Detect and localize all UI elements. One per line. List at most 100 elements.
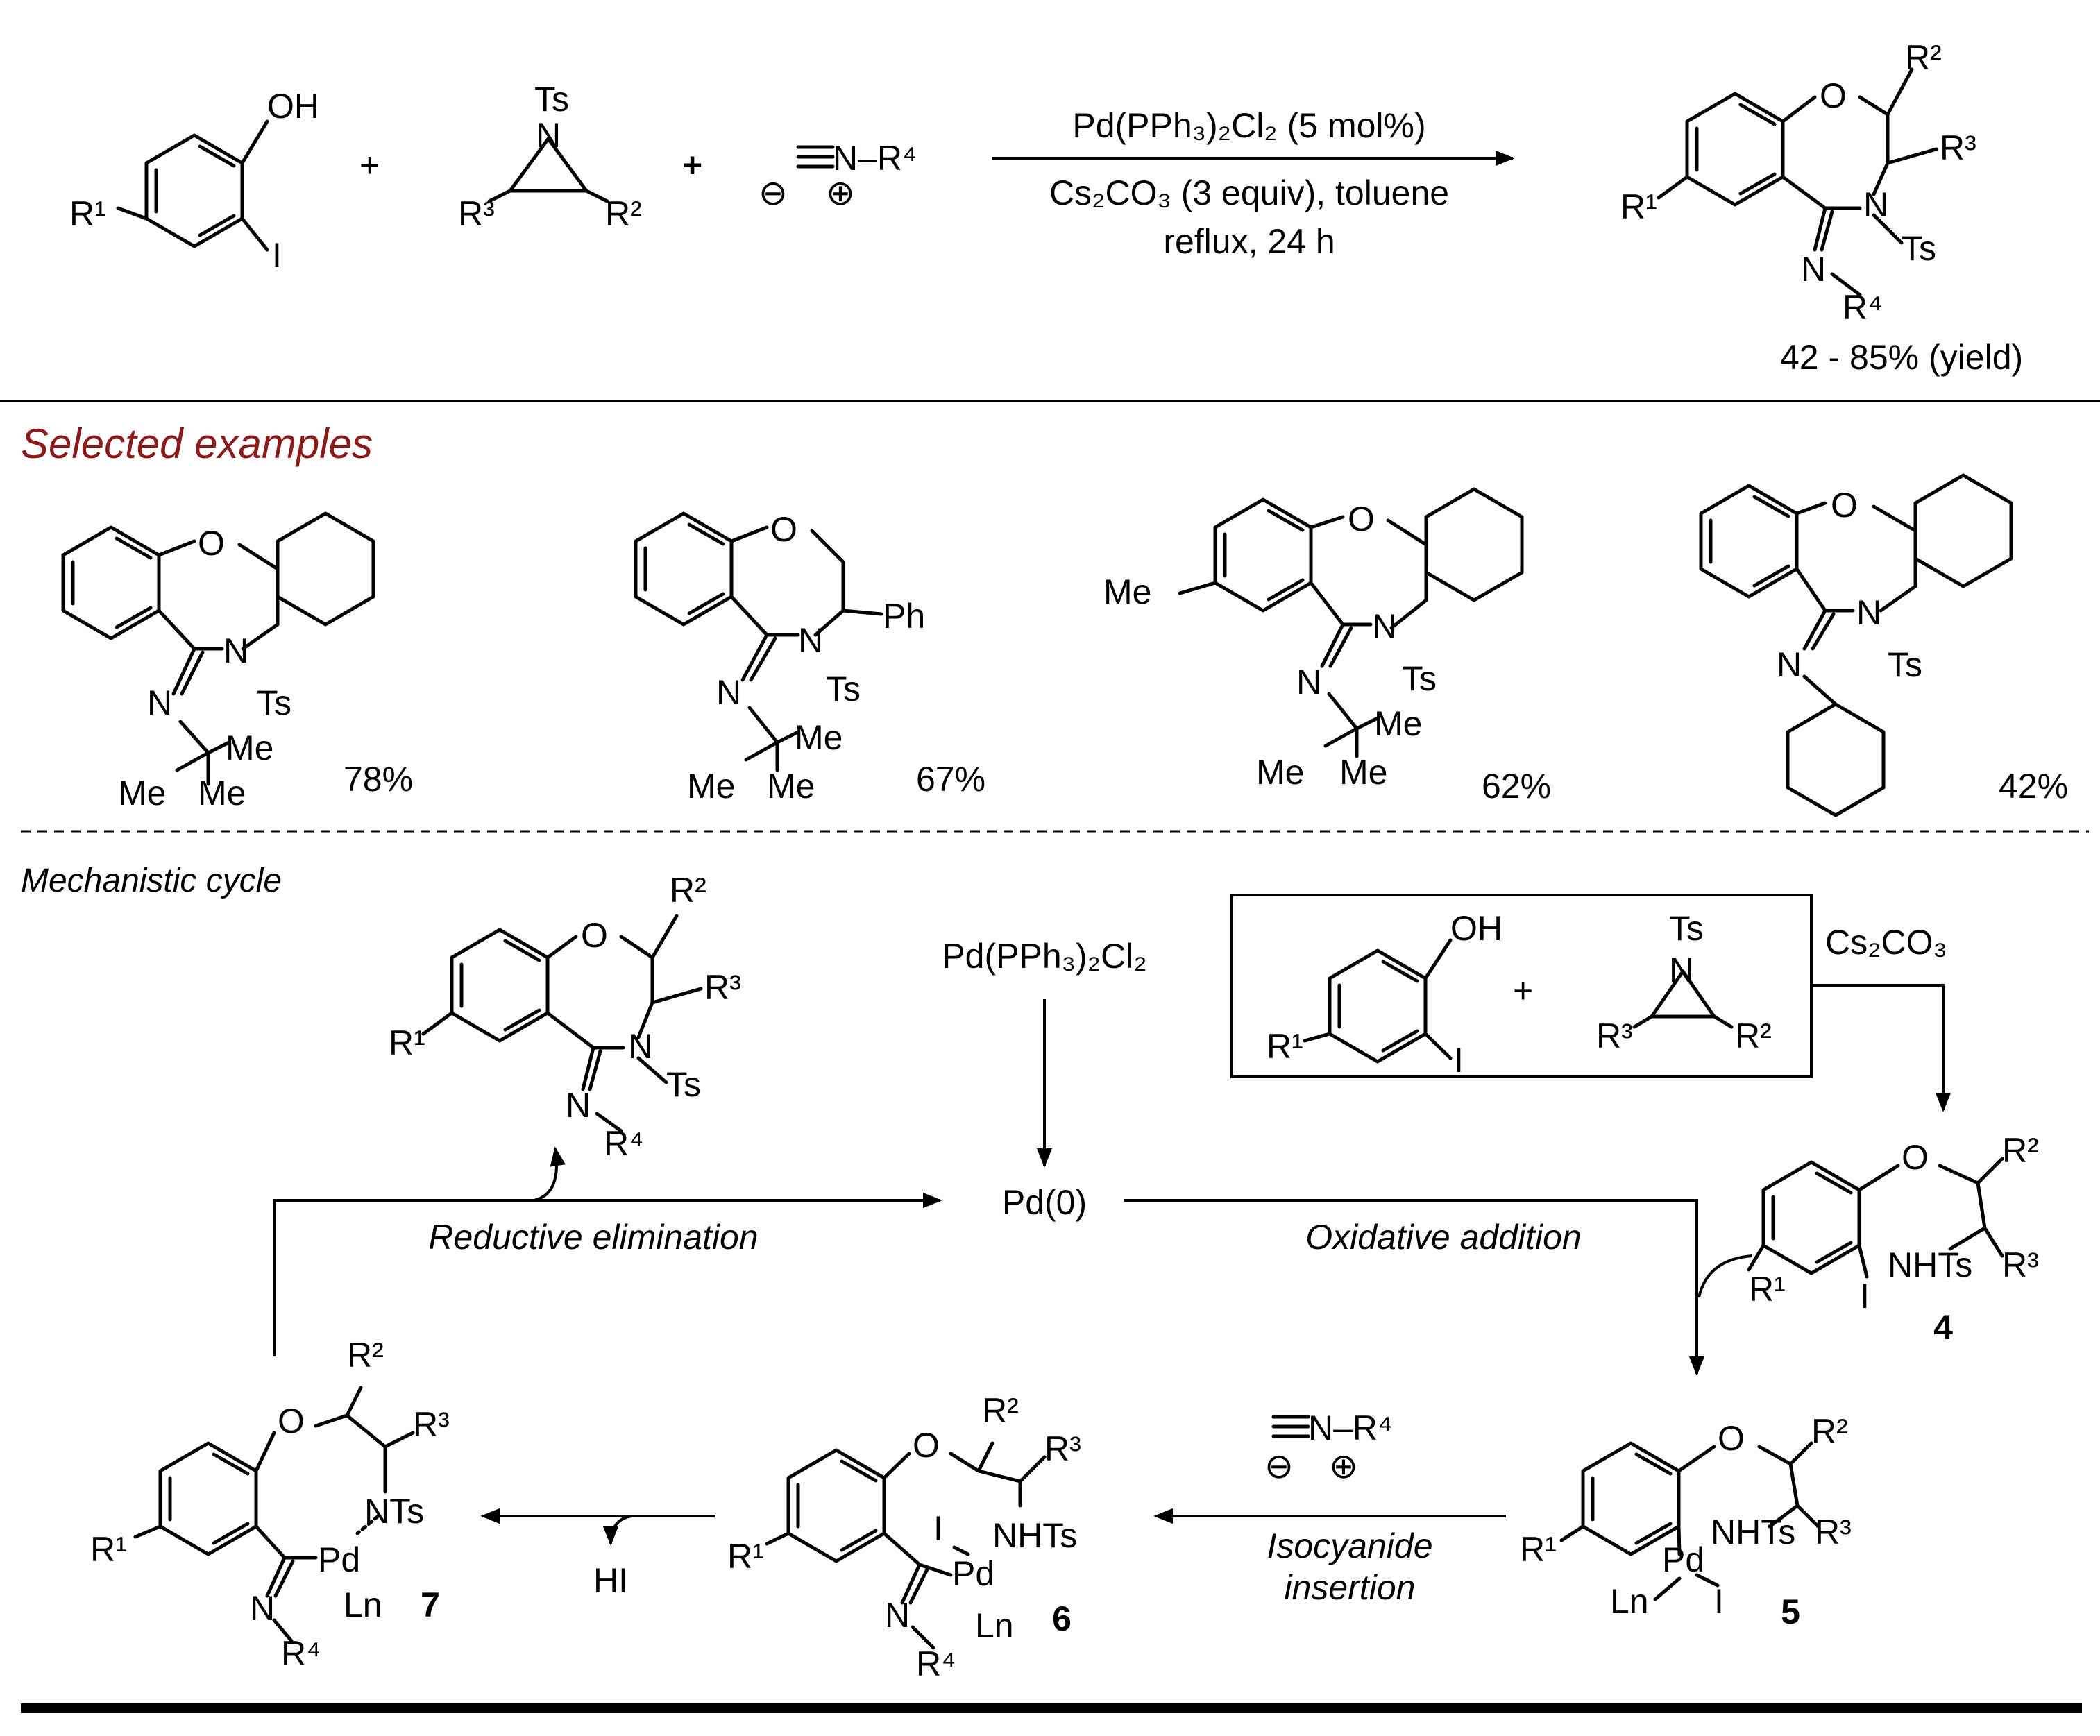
conditions-base: Cs₂CO₃ (3 equiv), toluene xyxy=(1049,173,1449,212)
r4-label: R⁴ xyxy=(604,1124,644,1163)
starting-materials-box: OH I R¹ + Ts N R³ R² xyxy=(1230,894,1813,1080)
me-label: Me xyxy=(1339,753,1387,792)
imine-n-label: N xyxy=(250,1589,275,1628)
intermediate-5: O R² NHTs R³ Pd Ln I R¹ 5 xyxy=(1520,1412,1852,1631)
iodine-label: I xyxy=(1454,1041,1464,1080)
nhts-label: NHTs xyxy=(1711,1513,1795,1551)
imine-n-label: N xyxy=(716,673,741,712)
r1-label: R¹ xyxy=(389,1023,425,1062)
r2-label: R² xyxy=(605,194,642,233)
n-label: N xyxy=(798,621,823,660)
o-label: O xyxy=(581,916,608,955)
iodine-label: I xyxy=(1714,1582,1724,1621)
plus-sign-1: + xyxy=(359,146,380,185)
ts-label: Ts xyxy=(1402,659,1437,698)
intermediate-4: O R² NHTs R³ I R¹ 4 xyxy=(1747,1131,2039,1347)
iodine-label: I xyxy=(1860,1277,1870,1316)
reactant-isocyanide: N–R⁴ ⊖ ⊕ xyxy=(759,139,917,212)
imine-n-label: N xyxy=(147,683,172,722)
imine-n-label: N xyxy=(566,1086,591,1125)
n-label: N xyxy=(628,1027,653,1066)
catalyst-precursor: Pd(PPh₃)₂Cl₂ xyxy=(942,937,1146,976)
base-label: Cs₂CO₃ xyxy=(1825,923,1947,962)
me-label: Me xyxy=(226,729,273,767)
ts-label: Ts xyxy=(666,1065,701,1104)
me-label: Me xyxy=(687,767,735,806)
intermediate-7: O R² R³ NTs Pd Ln N R⁴ R¹ 7 xyxy=(90,1336,450,1673)
imine-n-label: N xyxy=(1801,250,1826,289)
imine-n-label: N xyxy=(1296,663,1321,701)
ts-label: Ts xyxy=(257,683,291,722)
base-arrow: Cs₂CO₃ xyxy=(1811,923,1951,1112)
n-label: N xyxy=(1863,185,1888,224)
o-label: O xyxy=(1820,76,1847,115)
example-yield: 67% xyxy=(916,760,985,799)
n-label: N xyxy=(1372,607,1397,646)
r3-label: R³ xyxy=(1940,128,1976,167)
r4-label: R⁴ xyxy=(916,1644,956,1683)
n-label: N xyxy=(1856,593,1881,632)
me-label: Me xyxy=(795,718,842,757)
compound-6: 6 xyxy=(1052,1599,1072,1638)
imine-n-label: N xyxy=(1777,645,1802,684)
nhts-label: NHTs xyxy=(1888,1245,1972,1284)
reaction-arrow: Pd(PPh₃)₂Cl₂ (5 mol%) Cs₂CO₃ (3 equiv), … xyxy=(992,106,1515,261)
pd-label: Pd xyxy=(1662,1540,1704,1579)
o-label: O xyxy=(1348,500,1375,538)
r1-label: R¹ xyxy=(727,1537,764,1576)
iodine-label: I xyxy=(272,236,282,275)
r1-label: R¹ xyxy=(1620,187,1657,226)
minus-charge: ⊖ xyxy=(759,173,788,212)
isocyanide-label: N–R⁴ xyxy=(1308,1409,1393,1447)
yield-range: 42 - 85% (yield) xyxy=(1780,338,2023,377)
me-label: Me xyxy=(198,774,246,812)
r2-label: R² xyxy=(1811,1412,1848,1451)
compound-7: 7 xyxy=(421,1585,440,1624)
pd-label: Pd xyxy=(318,1540,360,1579)
r1-label: R¹ xyxy=(1267,1027,1303,1066)
r3-label: R³ xyxy=(704,968,741,1007)
r2-label: R² xyxy=(347,1336,384,1375)
n-label: N xyxy=(536,116,561,155)
r3-label: R³ xyxy=(1815,1513,1852,1551)
mechanism-heading: Mechanistic cycle xyxy=(21,862,282,899)
o-label: O xyxy=(913,1426,940,1465)
product-benzoxazepine: O R² R³ N Ts N R⁴ R¹ xyxy=(1620,38,1976,327)
example-2: O Ph N Ts N Me Me Me 67% xyxy=(636,510,985,806)
r3-label: R³ xyxy=(1596,1016,1633,1055)
example-yield: 62% xyxy=(1482,767,1551,806)
intermediate-6: O R² R³ NHTs I Pd Ln N R⁴ R¹ 6 xyxy=(727,1391,1081,1683)
compound-4: 4 xyxy=(1933,1308,1953,1347)
step-reductive: Reductive elimination xyxy=(428,1218,758,1257)
step-insertion-2: insertion xyxy=(1285,1568,1416,1607)
isocyanide-insertion-arrow: N–R⁴ ⊖ ⊕ Isocyanide insertion xyxy=(1153,1409,1506,1607)
me-label: Me xyxy=(1374,704,1422,743)
ts-label: Ts xyxy=(534,80,569,119)
r2-label: R² xyxy=(670,871,706,910)
pd0-catalyst: Pd(0) xyxy=(1002,1183,1087,1222)
ln-label: Ln xyxy=(975,1606,1014,1645)
byproduct-hi: HI xyxy=(593,1561,628,1600)
conditions-temp: reflux, 24 h xyxy=(1163,222,1335,261)
r4-label: R⁴ xyxy=(1843,288,1883,327)
ts-label: Ts xyxy=(1669,909,1704,948)
ts-label: Ts xyxy=(1888,645,1922,684)
r4-label: R⁴ xyxy=(281,1634,321,1673)
r2-label: R² xyxy=(982,1391,1019,1430)
r1-label: R¹ xyxy=(69,194,106,233)
oxidative-addition-arrow: Oxidative addition xyxy=(1124,1199,1753,1376)
plus-sign: + xyxy=(1513,971,1533,1010)
r3-label: R³ xyxy=(2002,1245,2039,1284)
step-insertion-1: Isocyanide xyxy=(1267,1526,1432,1565)
plus-charge: ⊕ xyxy=(826,173,855,212)
n-label: N xyxy=(223,631,248,670)
example-1: O N Ts N Me Me Me 78% xyxy=(63,513,413,812)
o-label: O xyxy=(278,1402,305,1440)
imine-n-label: N xyxy=(885,1596,910,1635)
example-3: O Me N Ts N Me Me Me 62% xyxy=(1103,489,1551,806)
bottom-rule xyxy=(21,1703,2082,1713)
o-label: O xyxy=(1831,486,1858,525)
example-4: O N Ts N 42% xyxy=(1701,475,2068,815)
reductive-elimination-arrow: Reductive elimination xyxy=(273,1146,942,1356)
iodine-label: I xyxy=(933,1509,943,1548)
